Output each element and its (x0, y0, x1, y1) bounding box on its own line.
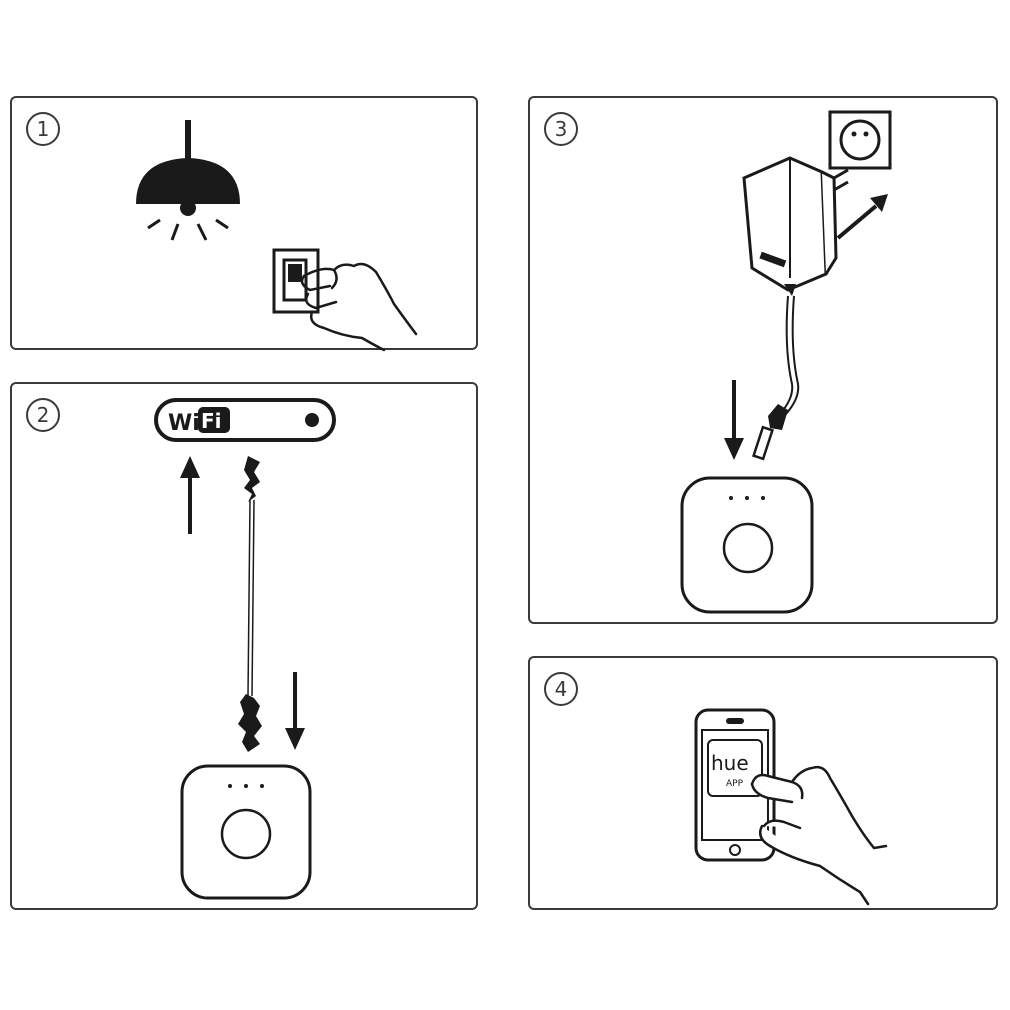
step-1-panel: 1 (10, 96, 478, 352)
step-4-panel: 4 hue APP (528, 656, 998, 910)
step-2-number: 2 (36, 403, 50, 427)
step-3-panel: 3 (528, 96, 998, 624)
step-4-illustration: hue APP (694, 708, 888, 906)
dc-plug-icon (752, 404, 788, 461)
step-3-number: 3 (554, 117, 568, 141)
app-tag: APP (726, 779, 744, 789)
wifi-label-fi: Fi (201, 409, 222, 433)
step-4-badge: 4 (544, 672, 578, 706)
step-1-illustration (136, 120, 418, 352)
step-3-badge: 3 (544, 112, 578, 146)
arrow-down-icon (285, 672, 305, 750)
step-2-panel: 2 Wi Fi (10, 382, 478, 910)
step-1-badge: 1 (26, 112, 60, 146)
step-3-illustration (680, 110, 892, 614)
wifi-router-icon: Wi Fi (154, 398, 336, 442)
arrow-diagonal-icon (836, 194, 888, 240)
arrow-up-icon (180, 456, 200, 534)
step-2-badge: 2 (26, 398, 60, 432)
wifi-label-wi: Wi (168, 411, 200, 436)
app-name: hue (711, 751, 749, 775)
ceiling-lamp-icon (136, 120, 240, 241)
hue-app-tile[interactable]: hue APP (707, 739, 763, 797)
power-adapter-icon (742, 156, 849, 296)
step-2-illustration: Wi Fi (154, 398, 336, 900)
hand-tapping-icon (750, 765, 888, 906)
power-cable-icon (779, 295, 800, 415)
hand-pressing-icon (300, 262, 418, 352)
step-1-number: 1 (36, 117, 50, 141)
hue-bridge-icon (680, 476, 814, 614)
hue-bridge-icon (180, 764, 312, 900)
step-4-number: 4 (554, 677, 568, 701)
ethernet-cable-icon (238, 456, 262, 752)
wall-socket-icon (828, 110, 892, 170)
arrow-down-icon (724, 380, 744, 460)
light-switch-icon (272, 248, 320, 314)
